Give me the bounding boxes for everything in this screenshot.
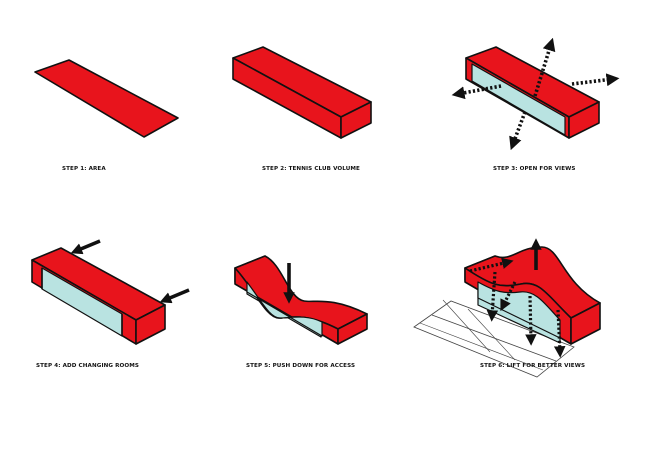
step-3-view-arrows	[451, 37, 620, 151]
volume-end	[135, 304, 166, 345]
step-2-diagram	[232, 46, 372, 139]
site-area-plane	[34, 59, 179, 138]
court-service-line	[442, 299, 491, 353]
dotted-arrow-icon	[525, 295, 537, 346]
dotted-arrow-icon	[533, 37, 556, 97]
court-net	[431, 314, 557, 362]
step-5-diagram	[234, 255, 368, 345]
step-3-label: STEP 3: OPEN FOR VIEWS	[493, 166, 576, 172]
step-1-label: STEP 1: AREA	[62, 166, 106, 172]
court-service-line	[467, 308, 516, 361]
step-6-label: STEP 6: LIFT FOR BETTER VIEWS	[480, 363, 585, 369]
tennis-court-icon	[413, 299, 575, 378]
dotted-arrow-icon	[451, 84, 502, 100]
dotted-arrow-icon	[509, 111, 527, 151]
arrow-icon	[159, 288, 190, 304]
step-2-label: STEP 2: TENNIS CLUB VOLUME	[262, 166, 360, 172]
court-sideline	[419, 322, 544, 371]
dotted-arrow-icon	[486, 271, 499, 322]
step-5-label: STEP 5: PUSH DOWN FOR ACCESS	[246, 363, 355, 369]
volume-end	[570, 302, 601, 345]
volume-end	[340, 101, 372, 139]
volume-end	[337, 313, 368, 345]
dotted-arrow-icon	[571, 73, 620, 87]
step-3-diagram	[465, 46, 600, 139]
dotted-arrow-icon	[500, 281, 517, 312]
glazing-opening	[471, 63, 566, 136]
step-6-diagram	[464, 246, 601, 345]
court-outline	[413, 300, 575, 378]
arrow-icon	[70, 239, 101, 255]
step-1-diagram	[34, 59, 179, 138]
step-4-diagram	[31, 247, 166, 345]
step-4-label: STEP 4: ADD CHANGING ROOMS	[36, 363, 139, 369]
step-4-arrows	[70, 239, 190, 304]
step-6-view-arrows	[469, 257, 566, 358]
volume-end	[568, 101, 600, 139]
dotted-arrow-icon	[469, 257, 514, 273]
glazing-opening-front	[246, 281, 323, 337]
